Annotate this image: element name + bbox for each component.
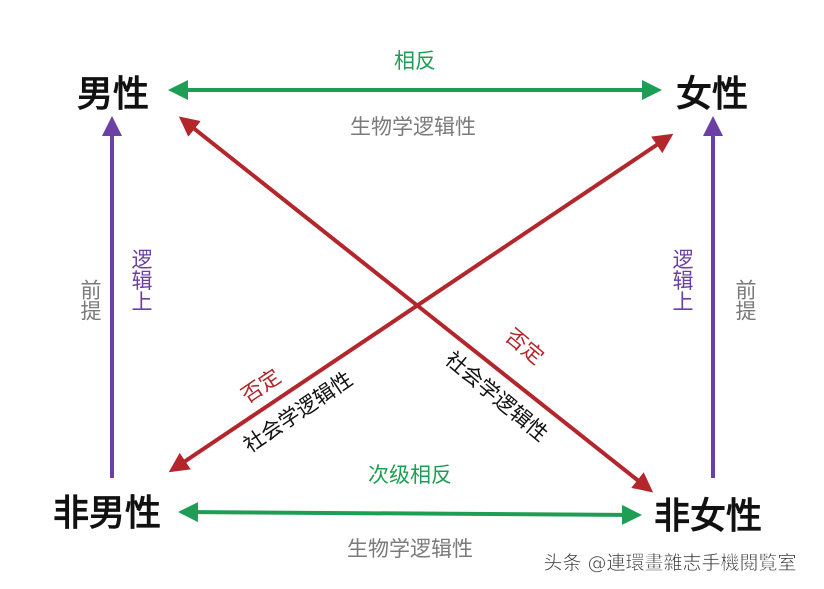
right-premise-label: 前提 [733, 279, 757, 321]
top-relation-label: 相反 [394, 49, 436, 73]
arrow-male-nonfemale [178, 116, 654, 493]
arrow-nonmale-female [168, 133, 674, 473]
top-basis-label: 生物学逻辑性 [350, 115, 476, 139]
node-male: 男性 [77, 74, 149, 115]
watermark: 头条 @連環畫雜志手機閱覧室 [543, 552, 796, 574]
left-logic-label: 逻辑上 [129, 249, 153, 312]
diag-right-relation-label: 否定 [501, 324, 549, 369]
node-non-male: 非男性 [53, 493, 161, 534]
right-logic-label: 逻辑上 [670, 249, 694, 312]
node-non-female: 非女性 [654, 496, 762, 537]
arrow-nonmale-nonfemale [178, 502, 642, 525]
diag-left-relation-label: 否定 [237, 365, 285, 408]
node-female: 女性 [676, 74, 748, 115]
left-premise-label: 前提 [78, 279, 102, 321]
bottom-relation-label: 次级相反 [368, 463, 452, 487]
bottom-basis-label: 生物学逻辑性 [347, 537, 473, 561]
